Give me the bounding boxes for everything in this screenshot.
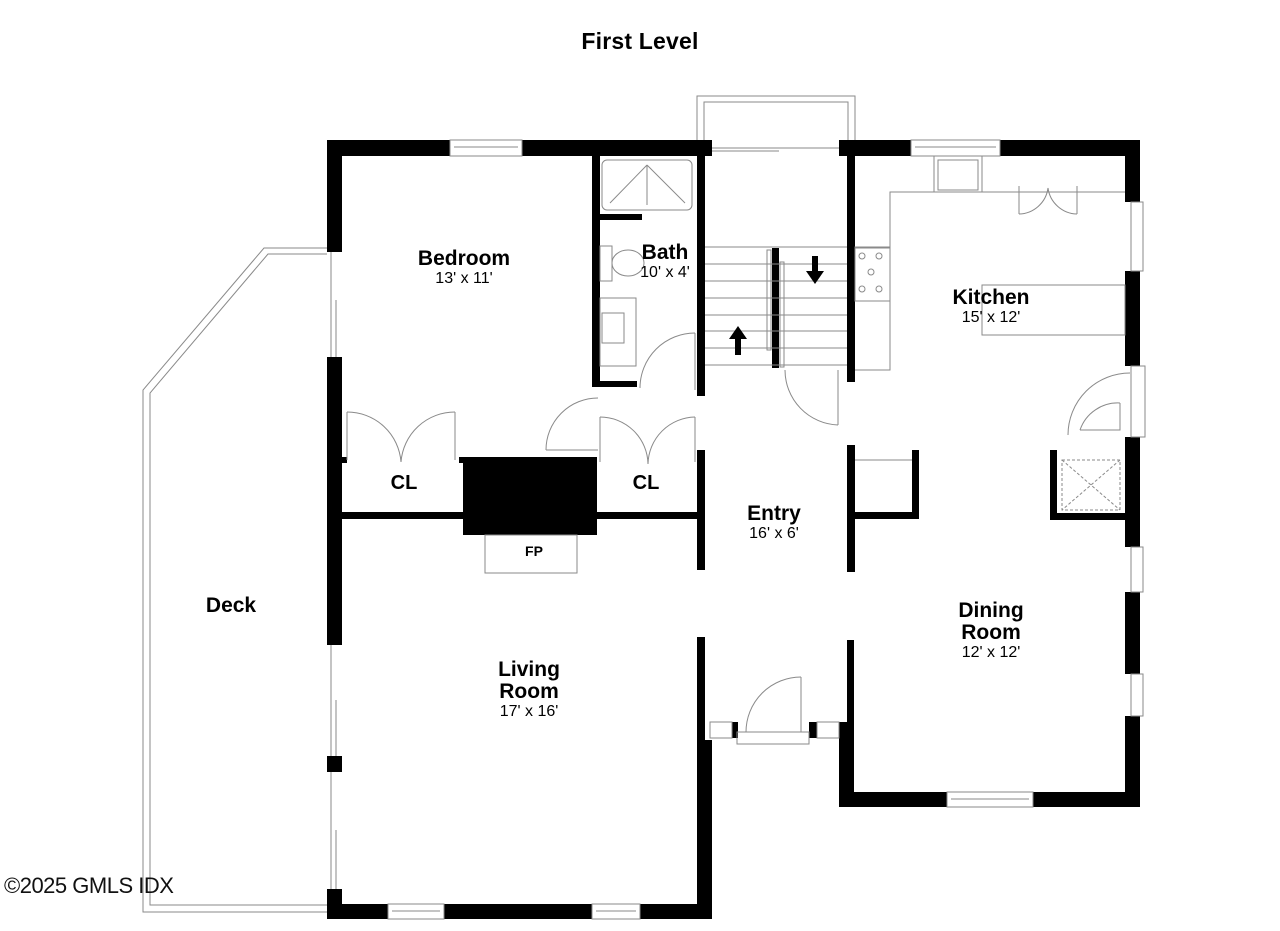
fixtures (142, 95, 1146, 920)
room-dimensions: 12' x 12' (961, 644, 1021, 662)
room-dimensions: 16' x 6' (749, 525, 799, 543)
room-label-closet-left: CL (391, 473, 418, 494)
room-name: Bedroom (417, 247, 511, 270)
stairs-arrows (729, 256, 824, 355)
stairs-up-arrow-icon (729, 326, 747, 355)
room-dimensions: 15' x 12' (961, 309, 1021, 327)
room-label-deck: Deck (205, 594, 257, 617)
room-name-line1: Dining (958, 599, 1024, 622)
room-name: Kitchen (952, 286, 1030, 309)
walls (327, 140, 1140, 919)
room-name: Deck (205, 594, 257, 617)
room-name: Bath (641, 241, 689, 264)
room-label-closet-right: CL (633, 473, 660, 494)
room-label-bath: Bath 10' x 4' (640, 241, 690, 282)
room-name: CL (390, 472, 418, 494)
room-dimensions: 13' x 11' (435, 270, 493, 288)
room-label-bedroom: Bedroom 13' x 11' (417, 247, 511, 288)
room-name: CL (632, 472, 660, 494)
room-label-dining-room: Dining Room 12' x 12' (958, 599, 1024, 662)
stairs-down-arrow-icon (806, 256, 824, 284)
room-dimensions: 10' x 4' (640, 264, 690, 282)
room-name-line1: Living (498, 658, 560, 681)
room-name-line2: Room (499, 680, 559, 704)
room-name: Entry (747, 502, 801, 525)
fireplace-label: FP (525, 544, 543, 559)
room-dimensions: 17' x 16' (499, 703, 559, 721)
fireplace-name: FP (525, 543, 543, 559)
window (910, 139, 1001, 157)
floor-title: First Level (581, 28, 699, 54)
room-label-entry: Entry 16' x 6' (747, 502, 801, 543)
room-name-line2: Room (961, 621, 1021, 645)
room-label-kitchen: Kitchen 15' x 12' (952, 286, 1030, 327)
window (449, 139, 523, 157)
room-label-living-room: Living Room 17' x 16' (498, 658, 560, 721)
stairs (705, 246, 847, 368)
copyright-watermark: ©2025 GMLS IDX (4, 873, 174, 898)
